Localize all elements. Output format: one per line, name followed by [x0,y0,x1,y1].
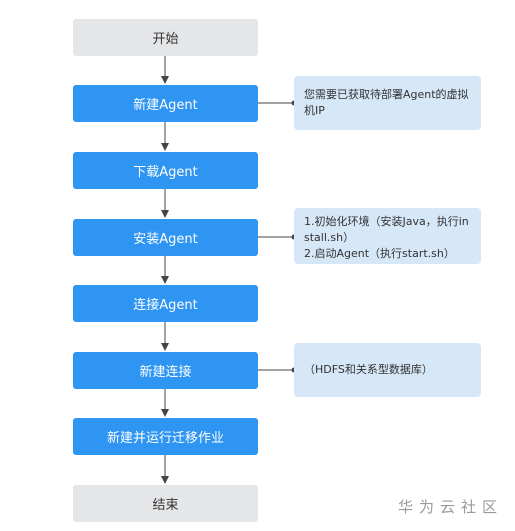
step-install-agent: 安装Agent [73,219,258,256]
step-create-connection: 新建连接 [73,352,258,389]
step-connect-agent: 连接Agent [73,285,258,322]
note-connector-create-agent [258,100,297,106]
note-create-connection-text: （HDFS和关系型数据库） [304,363,433,376]
step-start: 开始 [73,19,258,56]
note-install-agent-step-2: 2.启动Agent（执行start.sh） [304,247,455,260]
step-download-agent: 下载Agent [73,152,258,189]
note-install-agent: 1.初始化环境（安装Java，执行install.sh） 2.启动Agent（执… [294,208,481,264]
step-create-agent: 新建Agent [73,85,258,122]
note-create-connection: （HDFS和关系型数据库） [294,343,481,397]
watermark-logo-text: 华为云社区 [397,498,503,516]
note-connector-install-agent [258,234,297,240]
note-connector-create-connection [258,367,297,373]
note-create-agent-text: 您需要已获取待部署Agent的虚拟机IP [304,88,469,117]
step-create-and-run-migration-job: 新建并运行迁移作业 [73,418,258,455]
note-create-agent: 您需要已获取待部署Agent的虚拟机IP [294,76,481,130]
step-end: 结束 [73,485,258,522]
note-install-agent-step-1: 1.初始化环境（安装Java，执行install.sh） [304,215,469,244]
